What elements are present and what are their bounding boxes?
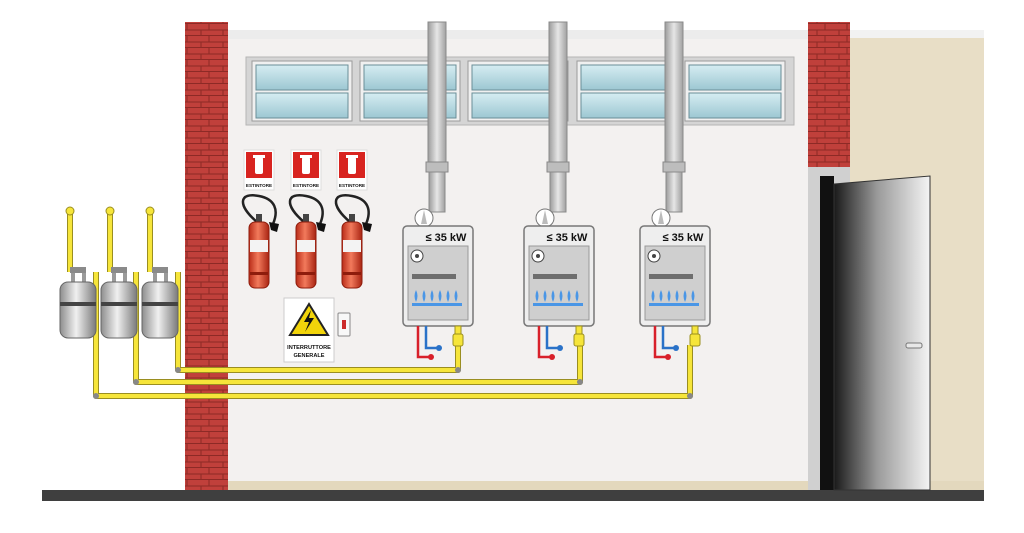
high-windows <box>245 56 795 126</box>
boiler: ≤ 35 kW <box>523 21 595 360</box>
floor-line <box>42 490 984 501</box>
boilers: ≤ 35 kW ≤ 35 kW ≤ 35 kW <box>402 21 711 360</box>
fire-extinguishers: ESTINTORE ESTINTORE ESTINTORE <box>241 149 372 289</box>
pipe-elbow <box>455 367 461 373</box>
door-handle <box>905 342 923 349</box>
gas-valve-icon <box>105 206 115 216</box>
flue-pipe <box>664 21 684 173</box>
boiler-power-label: ≤ 35 kW <box>426 232 468 244</box>
brick-pillar-left <box>185 22 228 492</box>
fire-extinguisher-unit: ESTINTORE <box>241 149 279 289</box>
boiler: ≤ 35 kW <box>639 21 711 360</box>
flue-pipe <box>548 21 568 173</box>
gas-meter <box>141 267 179 339</box>
gas-cock-icon <box>689 333 701 347</box>
floor-beige-strip <box>228 481 984 490</box>
ceiling-strip <box>228 30 810 39</box>
extinguisher-sign-label: ESTINTORE <box>293 183 319 188</box>
extinguisher-body <box>248 221 270 289</box>
boiler-power-label: ≤ 35 kW <box>547 232 589 244</box>
extinguisher-body <box>295 221 317 289</box>
cold-water-pipe <box>424 326 438 350</box>
lightning-bolt-icon <box>304 310 314 332</box>
door-opening <box>820 176 834 490</box>
gas-meters <box>59 267 179 339</box>
extinguisher-sign-label: ESTINTORE <box>339 183 365 188</box>
gas-cock-icon <box>452 333 464 347</box>
window-pane <box>684 60 786 122</box>
extinguisher-sign-icon <box>255 157 263 174</box>
extinguisher-sign-label: ESTINTORE <box>246 183 272 188</box>
brick-pillar-right <box>808 22 850 167</box>
pipe-elbow <box>93 393 99 399</box>
gas-valve-icon <box>65 206 75 216</box>
main-switch-area: INTERRUTTORE GENERALE <box>283 297 351 363</box>
extinguisher-body <box>341 221 363 289</box>
boiler-display <box>412 274 456 279</box>
hot-water-pipe <box>653 326 667 359</box>
hot-water-pipe <box>537 326 551 359</box>
fire-extinguisher-unit: ESTINTORE <box>288 149 326 289</box>
gas-meter <box>59 267 97 339</box>
gas-meter <box>100 267 138 339</box>
main-switch-toggle <box>342 320 346 329</box>
main-switch-label-line1: INTERRUTTORE <box>287 345 331 351</box>
pipe-elbow <box>133 379 139 385</box>
door <box>808 167 931 491</box>
fire-extinguisher-unit: ESTINTORE <box>334 149 372 289</box>
door-leaf <box>833 175 931 491</box>
burner-flames-icon <box>533 290 583 306</box>
window-pane <box>576 60 678 122</box>
boiler-display <box>649 274 693 279</box>
extinguisher-sign-icon <box>348 157 356 174</box>
gas-line-boiler-3 <box>94 272 692 398</box>
flue-pipe <box>427 21 447 173</box>
pipe-elbow <box>175 367 181 373</box>
pipe-elbow <box>577 379 583 385</box>
hot-water-pipe <box>416 326 430 359</box>
extinguisher-sign-icon <box>302 157 310 174</box>
cold-water-pipe <box>661 326 675 350</box>
boiler: ≤ 35 kW <box>402 21 474 360</box>
pipe-elbow <box>687 393 693 399</box>
main-switch-label-line2: GENERALE <box>293 353 324 359</box>
gas-valve-icon <box>145 206 155 216</box>
exterior-roof-strip <box>850 30 984 38</box>
boiler-display <box>533 274 577 279</box>
burner-flames-icon <box>649 290 699 306</box>
cold-water-pipe <box>545 326 559 350</box>
gas-cock-icon <box>573 333 585 347</box>
burner-flames-icon <box>412 290 462 306</box>
boiler-power-label: ≤ 35 kW <box>663 232 705 244</box>
window-pane <box>251 60 353 122</box>
